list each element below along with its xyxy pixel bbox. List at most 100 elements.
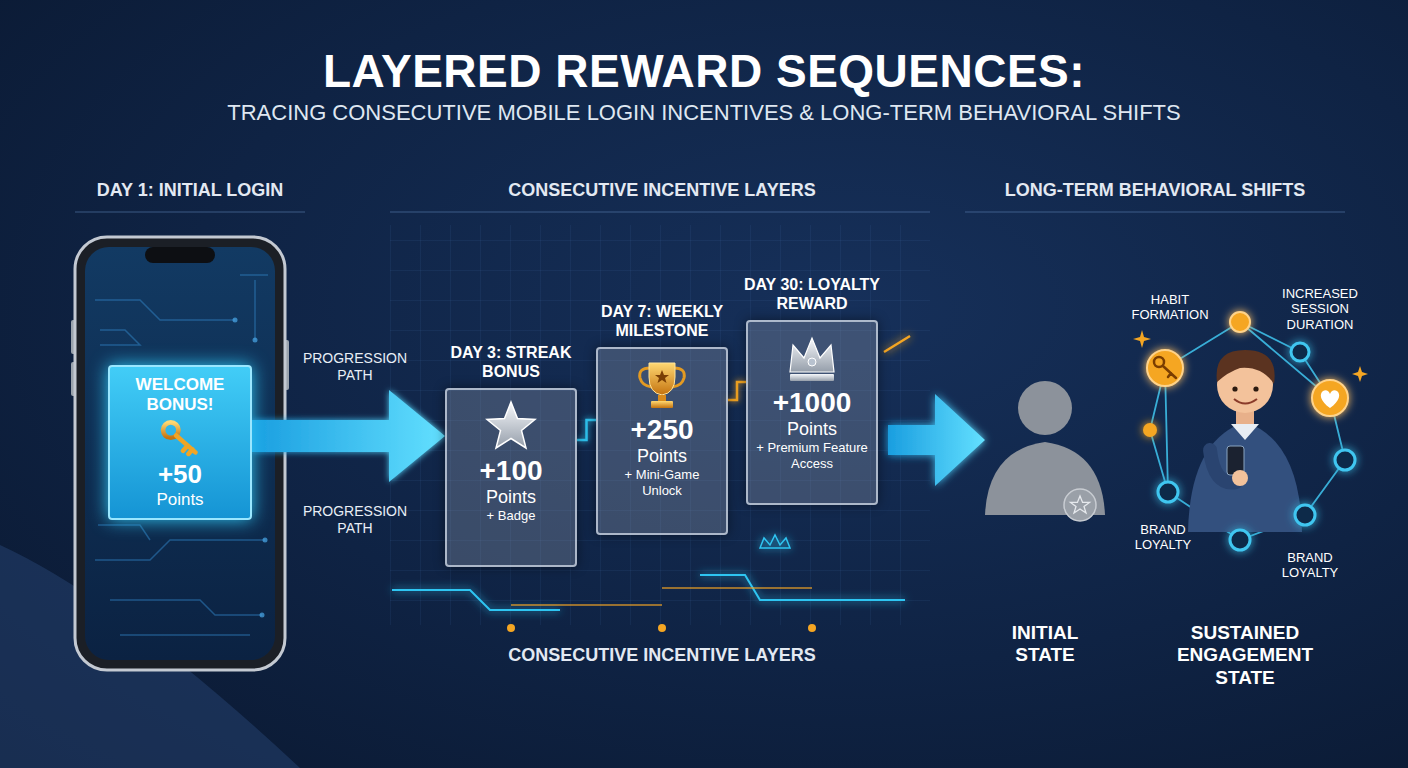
engagement-network	[1234, 399, 1257, 404]
node-text: Points	[637, 446, 687, 467]
progression-arrow	[252, 390, 445, 482]
label-text: TRACING CONSECUTIVE MOBILE LOGIN INCENTI…	[9, 100, 1399, 126]
initial-person-silhouette	[1064, 489, 1096, 521]
smartphone	[240, 274, 268, 276]
progression-arrow	[888, 394, 985, 486]
circuit-lines	[884, 336, 910, 352]
label-block: CONSECUTIVE INCENTIVE LAYERS	[452, 645, 872, 666]
label-text: CONSECUTIVE INCENTIVE LAYERS	[452, 645, 872, 666]
points-value: +100	[479, 454, 542, 487]
node-heading: WELCOME BONUS!	[115, 375, 245, 415]
label-text: BRAND LOYALTY	[1118, 522, 1208, 553]
node-heading: DAY 7: WEEKLY MILESTONE	[572, 303, 752, 341]
circuit-line	[661, 535, 663, 628]
node-text: Points	[787, 419, 837, 440]
label-text: SUSTAINED ENGAGEMENT STATE	[1170, 622, 1320, 689]
label-text: DAY 1: INITIAL LOGIN	[60, 180, 320, 201]
node-text: Points	[486, 487, 536, 508]
reward-icon	[782, 332, 842, 384]
circuit-line	[811, 505, 813, 628]
node-text: + Premium Feature Access	[754, 440, 870, 471]
engagement-network	[1321, 390, 1339, 408]
smartphone	[120, 634, 250, 636]
circuit-lines	[392, 590, 560, 610]
initial-person-silhouette	[985, 442, 1105, 515]
label-text: BRAND LOYALTY	[1265, 550, 1355, 581]
points-value: +1000	[773, 386, 852, 419]
key-icon	[156, 417, 204, 457]
smartphone	[263, 538, 268, 543]
label-block: PROGRESSION PATH	[295, 503, 415, 536]
engagement-network	[1312, 380, 1348, 416]
circuit-connector	[728, 382, 746, 400]
card-box: +100Points+ Badge	[445, 388, 577, 567]
smartphone	[110, 600, 262, 615]
smartphone	[95, 300, 235, 320]
node-text: Points	[115, 490, 245, 510]
label-text: HABIT FORMATION	[1120, 292, 1220, 323]
circuit-line	[511, 604, 662, 606]
label-text: PROGRESSION PATH	[295, 503, 415, 536]
points-value: +250	[630, 413, 693, 446]
engagement-network	[1158, 482, 1178, 502]
engagement-network	[1133, 330, 1368, 382]
engagement-network	[1150, 322, 1345, 540]
engagement-network	[1352, 366, 1368, 382]
node-heading: DAY 30: LOYALTY REWARD	[722, 276, 902, 314]
title-text: LAYERED REWARD SEQUENCES:	[0, 44, 1408, 98]
label-block: DAY 1: INITIAL LOGIN	[60, 180, 320, 201]
card-box: +1000Points+ Premium Feature Access	[746, 320, 878, 505]
engagement-network	[1335, 450, 1355, 470]
engagement-network	[1147, 350, 1183, 386]
label-block: HABIT FORMATION	[1120, 292, 1220, 323]
engagement-network	[1143, 423, 1157, 437]
header-underline	[75, 212, 1345, 213]
circuit-line	[662, 587, 812, 589]
engagement-network	[1188, 422, 1302, 532]
node-text: + Mini-Game Unlock	[604, 467, 720, 498]
label-block: CONSECUTIVE INCENTIVE LAYERS	[452, 180, 872, 201]
smartphone	[260, 613, 265, 618]
initial-person-silhouette	[985, 381, 1105, 521]
engagement-network	[1230, 530, 1250, 550]
circuit-dot	[658, 624, 666, 632]
label-text: LONG-TERM BEHAVIORAL SHIFTS	[965, 180, 1345, 201]
label-block: LONG-TERM BEHAVIORAL SHIFTS	[965, 180, 1345, 201]
label-block: BRAND LOYALTY	[1118, 522, 1208, 553]
label-text: CONSECUTIVE INCENTIVE LAYERS	[452, 180, 872, 201]
circuit-dot	[507, 624, 515, 632]
smartphone	[95, 540, 265, 560]
engagement-network	[1133, 312, 1368, 550]
reward-card: DAY 3: STREAK BONUS +100Points+ Badge	[421, 344, 601, 567]
smartphone	[253, 338, 258, 343]
circuit-connector	[577, 420, 596, 440]
smartphone	[85, 247, 275, 660]
engagement-network	[1232, 386, 1237, 391]
header-underline	[965, 212, 1345, 213]
smartphone	[71, 237, 289, 670]
welcome-bonus-box: WELCOME BONUS! +50Points	[108, 365, 252, 520]
label-block: TRACING CONSECUTIVE MOBILE LOGIN INCENTI…	[9, 100, 1399, 126]
smartphone	[145, 247, 215, 263]
smartphone	[100, 330, 140, 345]
label-text: PROGRESSION PATH	[295, 350, 415, 383]
title-block: LAYERED REWARD SEQUENCES:	[0, 44, 1408, 98]
smartphone	[233, 318, 238, 323]
circuit-line	[510, 567, 512, 628]
reward-icon	[481, 400, 541, 452]
label-block: BRAND LOYALTY	[1265, 550, 1355, 581]
engagement-network	[1230, 312, 1250, 332]
node-text: + Badge	[487, 508, 536, 523]
engagement-network	[1232, 470, 1248, 486]
engagement-network	[1231, 424, 1259, 440]
node-heading: DAY 3: STREAK BONUS	[421, 344, 601, 382]
engagement-network	[1133, 330, 1151, 348]
label-block: INCREASED SESSION DURATION	[1265, 286, 1375, 332]
header-underline	[390, 212, 930, 213]
points-value: +50	[115, 459, 245, 490]
circuit-lines	[760, 535, 790, 548]
smartphone	[75, 237, 285, 670]
engagement-network	[1150, 322, 1345, 540]
grid-background	[390, 225, 930, 625]
reward-card: DAY 30: LOYALTY REWARD +1000Points+ Premi…	[722, 276, 902, 505]
